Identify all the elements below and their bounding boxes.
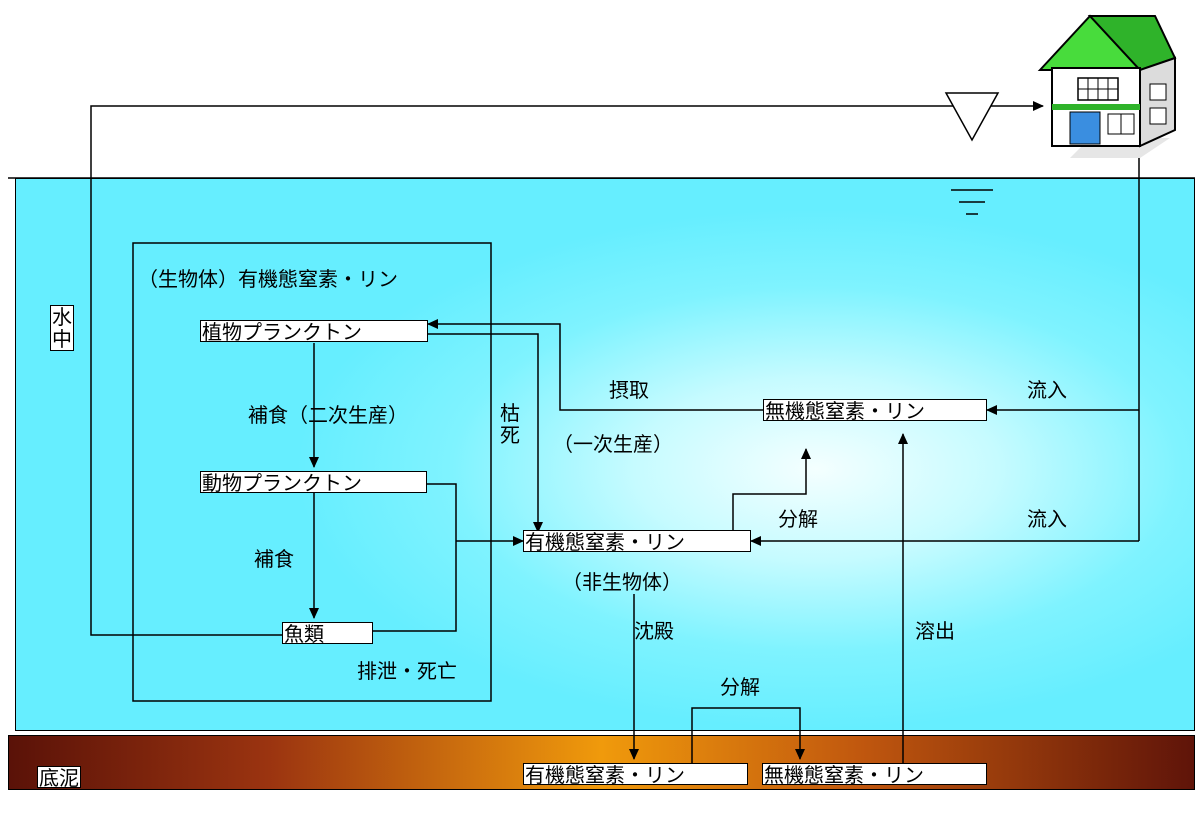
dissolution-label: 溶出 bbox=[915, 619, 955, 643]
organisms-group-frame bbox=[132, 242, 492, 702]
primary-production-label: （一次生産） bbox=[553, 432, 673, 456]
organisms-group-title: （生物体）有機態窒素・リン bbox=[138, 267, 398, 291]
inflow-label-2: 流入 bbox=[1027, 507, 1067, 531]
non-living-label: （非生物体） bbox=[562, 570, 682, 594]
uptake-arrow bbox=[427, 319, 763, 411]
sediment-organic-node: 有機態窒素・リン bbox=[523, 763, 748, 786]
fish-node: 魚類 bbox=[282, 622, 373, 645]
uptake-label: 摂取 bbox=[609, 378, 649, 402]
inflow-label-1: 流入 bbox=[1027, 378, 1067, 402]
sediment-decomposition-arrow bbox=[691, 707, 805, 763]
water-level-triangle-icon bbox=[944, 92, 1000, 215]
inorganic-node: 無機態窒素・リン bbox=[763, 399, 987, 422]
water-zone-text: 水中 bbox=[52, 305, 72, 351]
predation-label: 補食 bbox=[254, 547, 294, 571]
wither-death-label: 枯死 bbox=[500, 401, 520, 447]
water-zone-label: 水中 bbox=[50, 305, 74, 351]
sediment-inorganic-node: 無機態窒素・リン bbox=[762, 763, 987, 786]
excretion-line bbox=[373, 483, 457, 632]
sedimentation-label: 沈殿 bbox=[634, 619, 674, 643]
decomposition-label: 分解 bbox=[778, 507, 818, 531]
sediment-decomposition-label: 分解 bbox=[720, 675, 760, 699]
decomposition-arrow bbox=[732, 448, 811, 530]
zooplankton-node: 動物プランクトン bbox=[200, 471, 427, 494]
wither-arrow bbox=[428, 333, 543, 533]
house-icon bbox=[1037, 14, 1177, 158]
phytoplankton-node: 植物プランクトン bbox=[200, 320, 428, 343]
water-column bbox=[15, 178, 1195, 731]
sediment-zone-label: 底泥 bbox=[37, 766, 81, 790]
predation-secondary-label: 補食（二次生産） bbox=[248, 403, 408, 427]
excretion-death-label: 排泄・死亡 bbox=[357, 659, 457, 683]
sediment-zone-text: 底泥 bbox=[39, 766, 79, 790]
organic-node: 有機態窒素・リン bbox=[523, 530, 751, 553]
fish-to-house-arrow bbox=[90, 101, 1044, 636]
